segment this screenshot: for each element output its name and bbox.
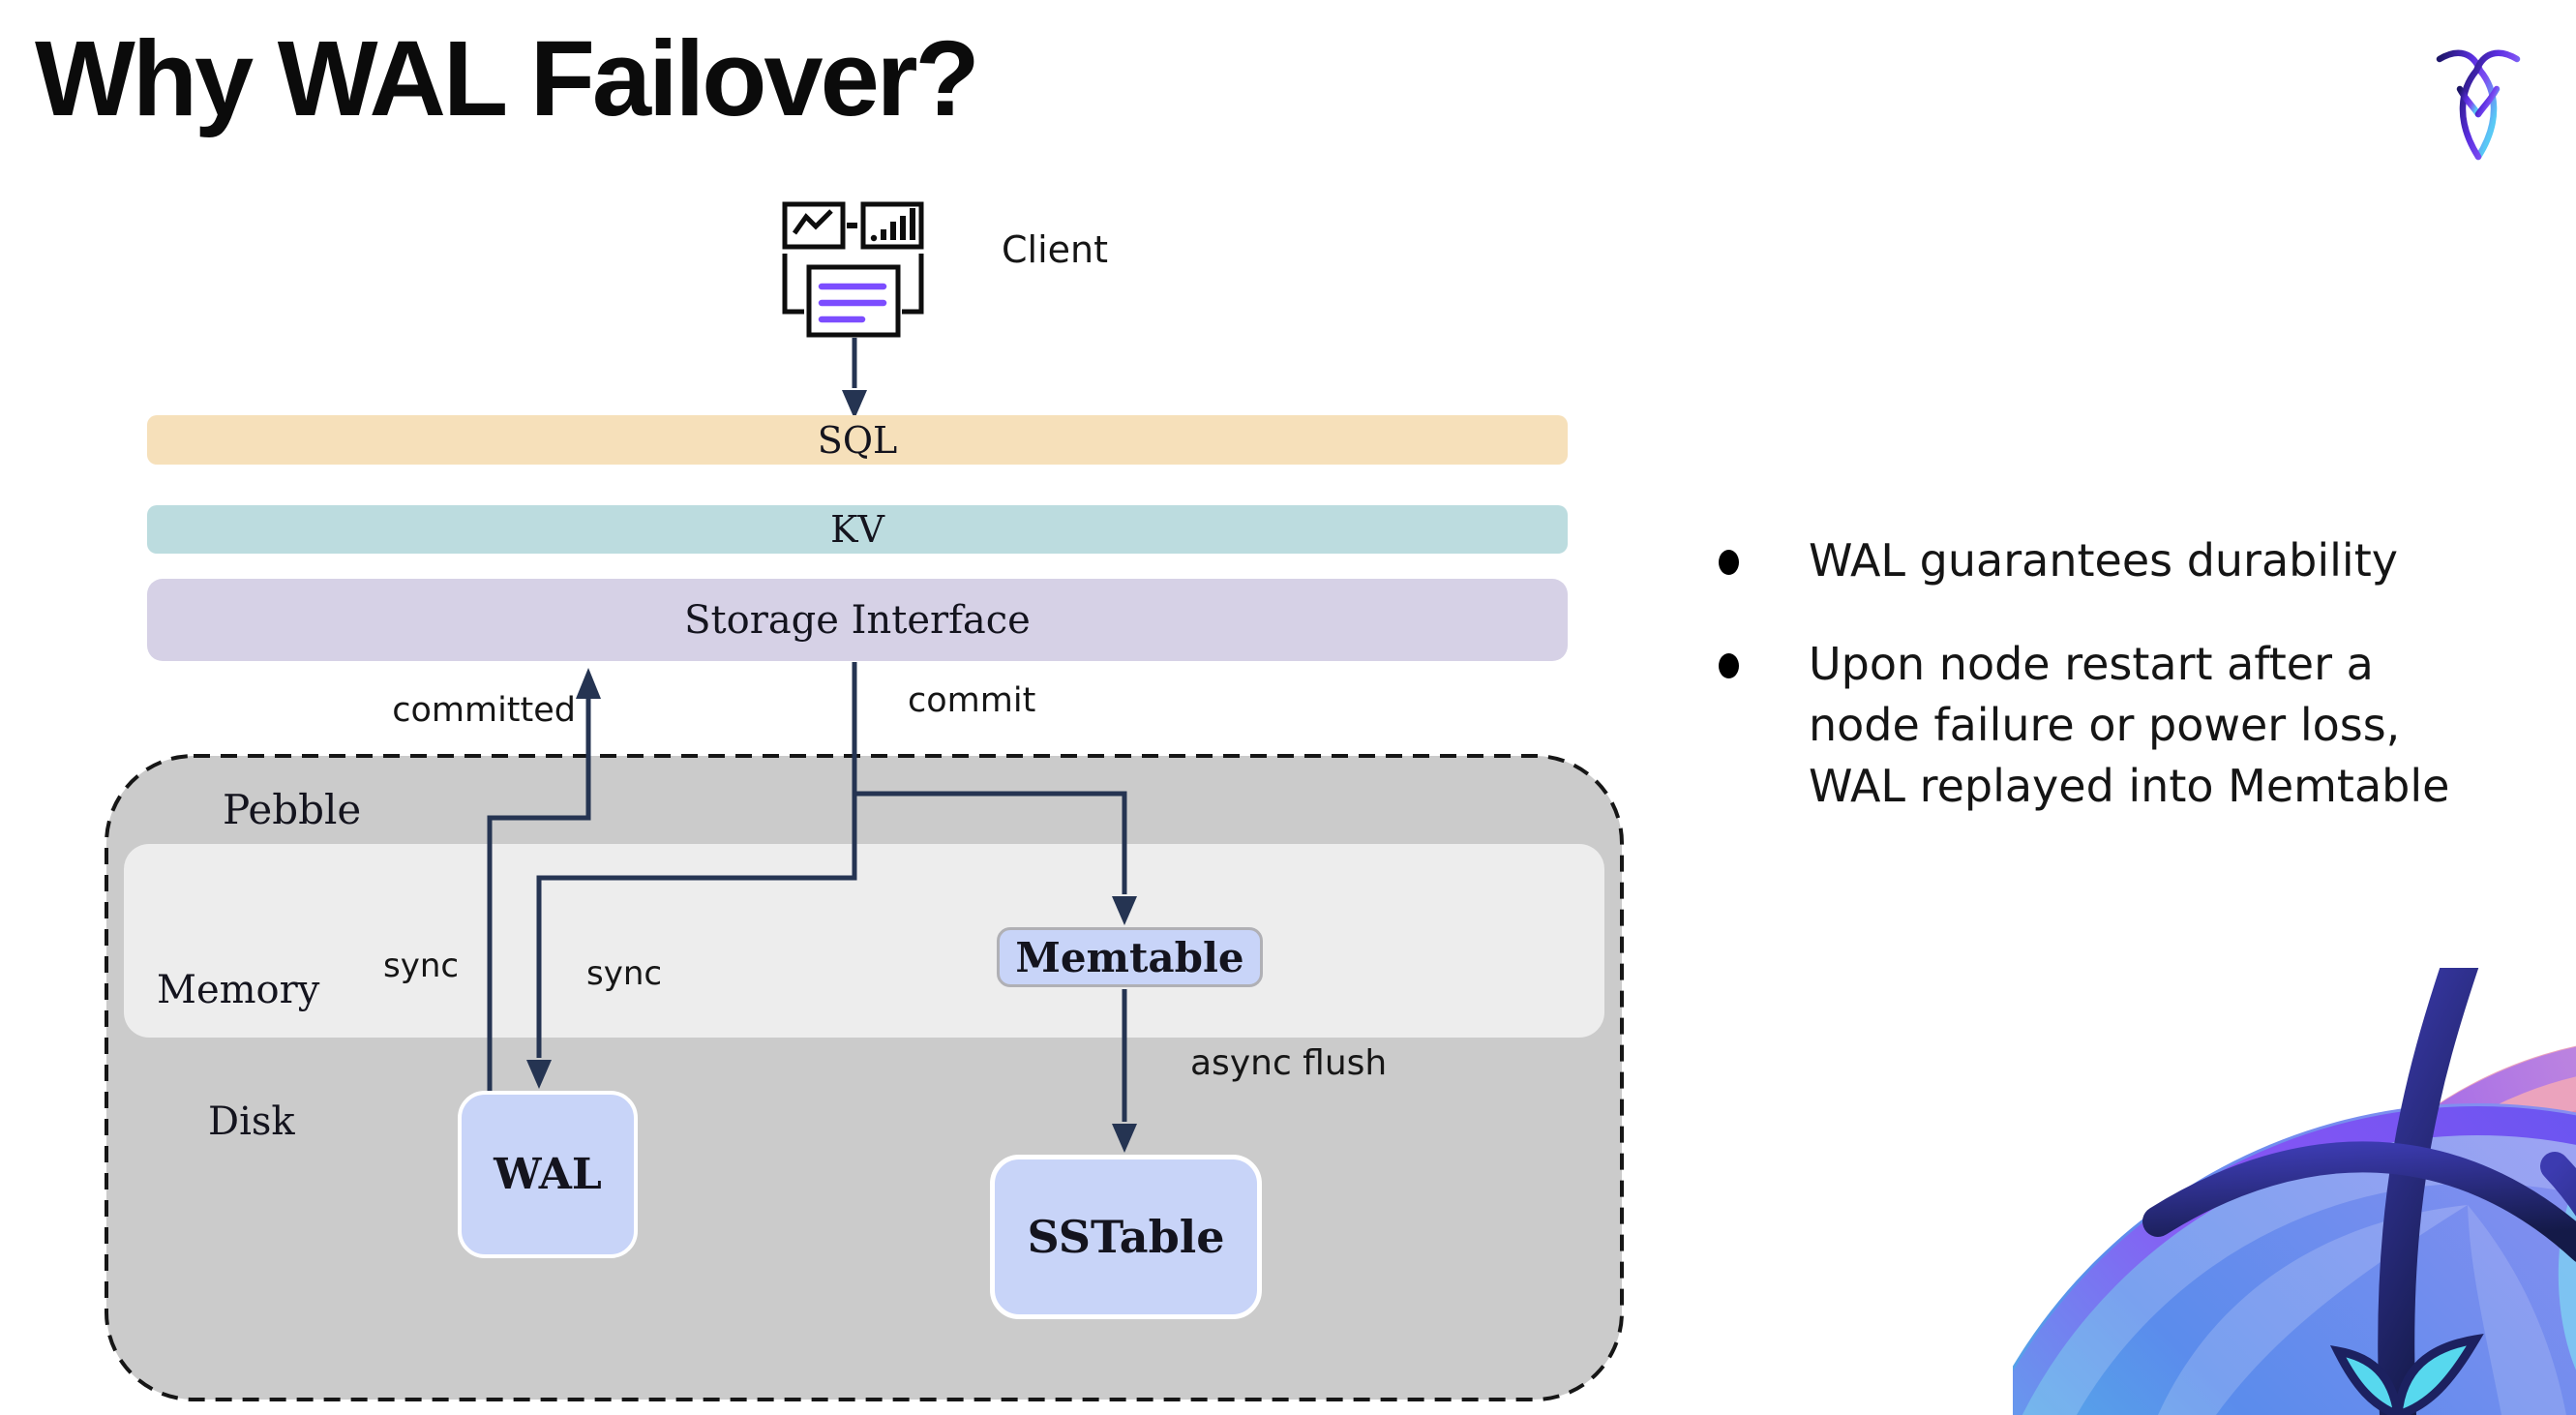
bullet-text: WAL guarantees durability — [1809, 534, 2398, 587]
bullet-text: Upon node restart after a node failure o… — [1809, 638, 2450, 812]
edge-sync — [536, 794, 857, 1058]
sstable-node-label: SSTable — [1027, 1211, 1225, 1263]
cockroachdb-logo-icon — [2436, 49, 2521, 161]
edge-label-sync-wal: sync — [383, 947, 460, 985]
wal-node-label: WAL — [494, 1150, 602, 1199]
right-bracket-icon — [902, 254, 924, 315]
edge-label-async-flush: async flush — [1190, 1043, 1388, 1083]
client-label: Client — [1002, 228, 1109, 271]
bullet-list: WAL guarantees durability Upon node rest… — [1707, 530, 2491, 859]
edge-label-sync-commit: sync — [586, 954, 663, 993]
memtable-node: Memtable — [997, 927, 1263, 987]
page-title: Why WAL Failover? — [35, 19, 980, 138]
edge-commit — [852, 662, 1127, 894]
list-item: WAL guarantees durability — [1707, 530, 2491, 591]
line-chart-icon — [782, 201, 846, 250]
left-bracket-icon — [782, 254, 804, 315]
layer-kv-label: KV — [830, 508, 884, 551]
sstable-node: SSTable — [990, 1155, 1262, 1319]
pebble-label: Pebble — [223, 786, 362, 833]
list-item: Upon node restart after a node failure o… — [1707, 634, 2491, 817]
bullet-dot-icon — [1719, 550, 1739, 575]
client-icon — [782, 201, 924, 338]
brand-spheres — [2013, 968, 2576, 1415]
connectors — [487, 338, 1127, 1122]
brand-artwork — [2013, 968, 2576, 1415]
layer-kv: KV — [147, 505, 1568, 554]
memory-zone-label: Memory — [157, 968, 320, 1012]
bar-chart-icon — [860, 201, 924, 250]
edge-label-commit: commit — [908, 681, 1036, 720]
layer-storage-interface-label: Storage Interface — [684, 597, 1031, 643]
layer-sql-label: SQL — [817, 418, 898, 462]
arrowheads — [526, 390, 1137, 1153]
edge-committed — [487, 697, 591, 1091]
edge-label-committed: committed — [392, 691, 576, 730]
layer-sql: SQL — [147, 415, 1568, 465]
disk-zone-label: Disk — [208, 1099, 295, 1144]
bullet-dot-icon — [1719, 653, 1739, 678]
memory-zone — [124, 844, 1604, 1038]
wal-node: WAL — [458, 1091, 638, 1258]
layer-storage-interface: Storage Interface — [147, 579, 1568, 661]
memtable-node-label: Memtable — [1015, 933, 1244, 981]
